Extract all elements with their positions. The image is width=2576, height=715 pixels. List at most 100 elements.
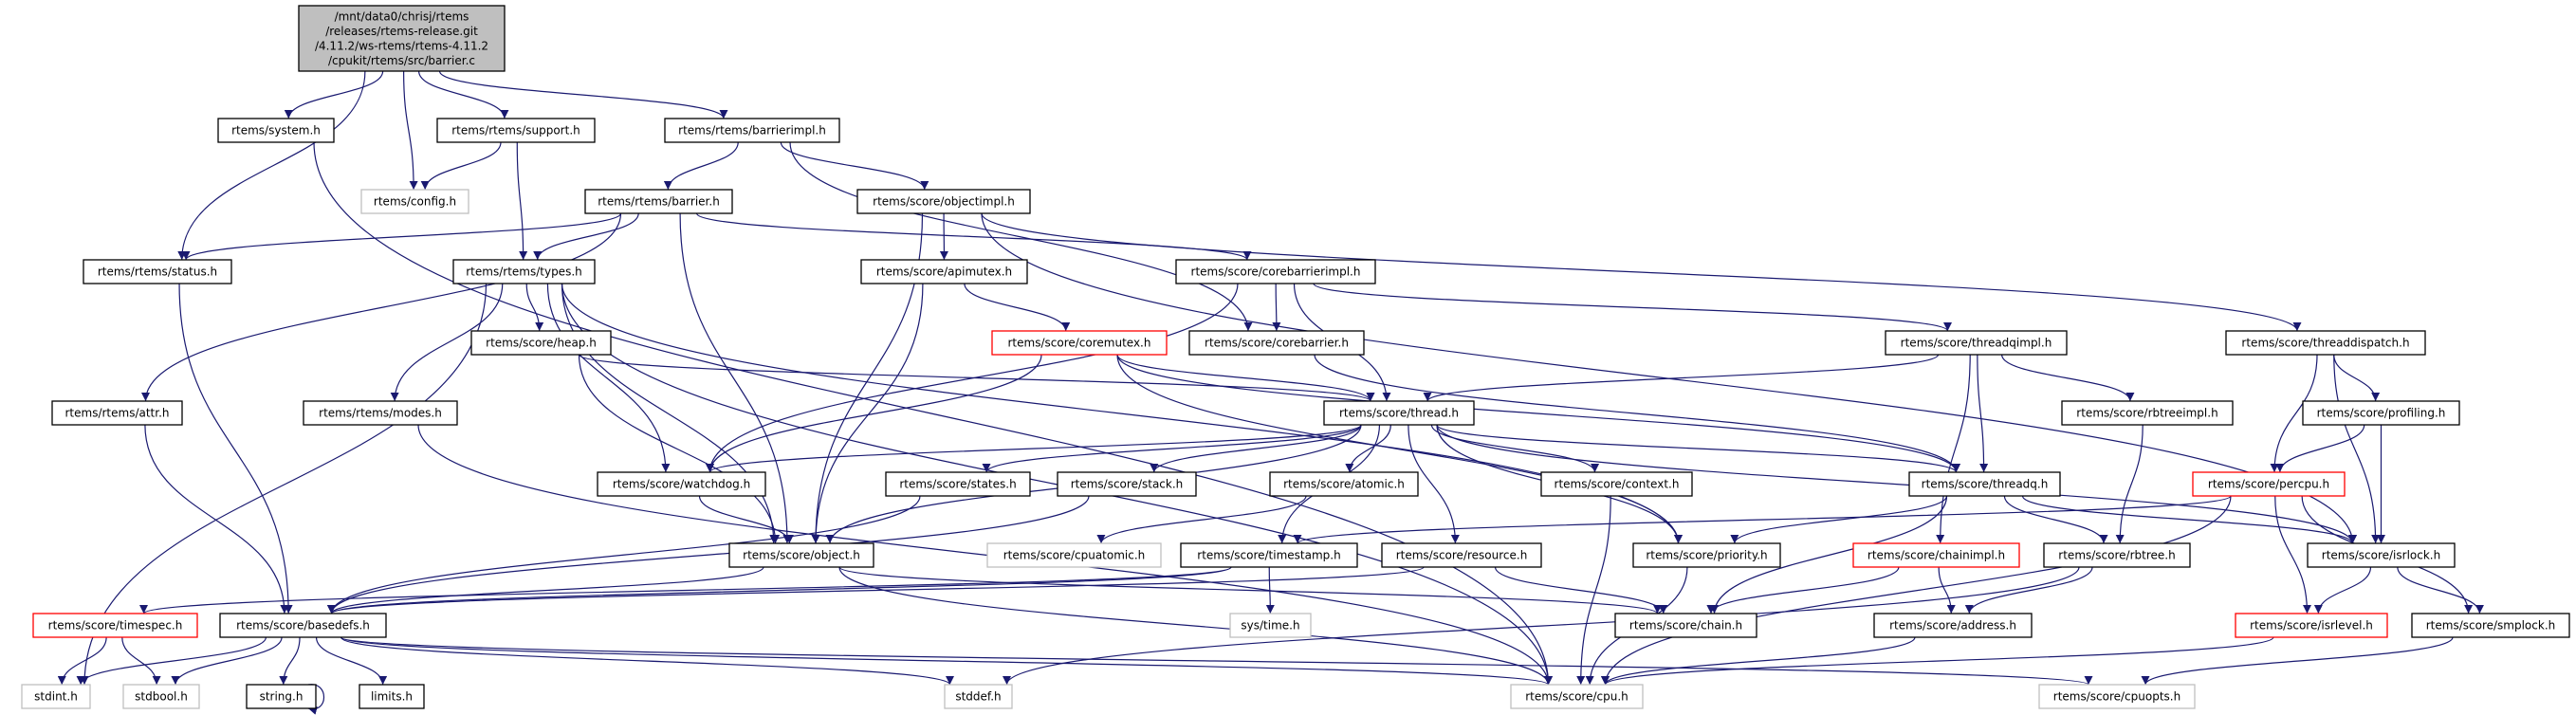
node-string-h[interactable]: string.h [246,684,317,709]
edge-coremutex_h-to-threadq_h [1116,354,1960,473]
edge-types_h-to-cpu_h [561,283,1553,686]
edge-thread_h-to-threadq_h [1436,424,1960,473]
node-priority-h[interactable]: rtems/score/priority.h [1632,542,1781,568]
node-basedefs-h[interactable]: rtems/score/basedefs.h [219,613,387,638]
node-support-h[interactable]: rtems/rtems/support.h [436,118,596,143]
node-profiling-h[interactable]: rtems/score/profiling.h [2302,400,2460,426]
node-label: rtems/score/atomic.h [1283,478,1405,491]
node-apimutex-h[interactable]: rtems/score/apimutex.h [860,259,1028,284]
edge-barrier_c-to-support_h [417,70,509,119]
node-smplock-h[interactable]: rtems/score/smplock.h [2411,613,2570,638]
node-chainimpl-h[interactable]: rtems/score/chainimpl.h [1852,542,2020,568]
edge-states_h-to-basedefs_h [327,495,921,614]
node-threaddispatch-h[interactable]: rtems/score/threaddispatch.h [2225,330,2426,356]
node-timespec-h[interactable]: rtems/score/timespec.h [32,613,198,638]
node-label: rtems/score/address.h [1889,619,2016,632]
node-systime-h[interactable]: sys/time.h [1229,613,1312,638]
node-threadqimpl-h[interactable]: rtems/score/threadqimpl.h [1885,330,2068,356]
edge-object_h-to-chain_h [838,566,1662,614]
node-thread-h[interactable]: rtems/score/thread.h [1323,400,1475,426]
edge-status_h-to-basedefs_h [178,283,293,614]
node-heap-h[interactable]: rtems/score/heap.h [470,330,612,356]
node-box [597,471,766,497]
edge-timestamp_h-to-timespec_h [139,566,1232,614]
node-modes-h[interactable]: rtems/rtems/modes.h [303,400,458,426]
edge-thread_h-to-states_h [982,424,1362,473]
edge-corebarrier_h-to-threadq_h [1314,354,1960,473]
node-box [21,684,91,709]
node-coremutex-h[interactable]: rtems/score/coremutex.h [991,330,1168,356]
node-threadq-h[interactable]: rtems/score/threadq.h [1908,471,2061,497]
node-stack-h[interactable]: rtems/score/stack.h [1057,471,1197,497]
node-types-h[interactable]: rtems/rtems/types.h [452,259,596,284]
node-cpu-h[interactable]: rtems/score/cpu.h [1510,684,1644,709]
node-barrierimpl-h[interactable]: rtems/rtems/barrierimpl.h [664,118,840,143]
edge-threadqimpl_h-to-thread_h [1423,354,1940,402]
node-label: rtems/rtems/attr.h [64,407,169,420]
node-box [991,330,1168,356]
edge-percpu_h-to-isrlevel_h [2274,495,2311,614]
node-box [584,189,733,214]
edge-barrierimpl_h-to-objectimpl_h [780,141,929,191]
node-status-h[interactable]: rtems/rtems/status.h [83,259,232,284]
node-limits-h[interactable]: limits.h [359,684,425,709]
node-stddef-h[interactable]: stddef.h [944,684,1013,709]
node-label: stdbool.h [135,690,188,704]
node-attr-h[interactable]: rtems/rtems/attr.h [51,400,183,426]
node-label: rtems/score/chain.h [1629,619,1742,632]
node-timestamp-h[interactable]: rtems/score/timestamp.h [1180,542,1358,568]
node-system-h[interactable]: rtems/system.h [217,118,335,143]
node-atomic-h[interactable]: rtems/score/atomic.h [1269,471,1419,497]
node-isrlock-h[interactable]: rtems/score/isrlock.h [2307,542,2456,568]
edge-context_h-to-cpu_h [1576,495,1611,686]
node-label: string.h [260,690,304,704]
edge-basedefs_h-to-string_h [279,636,301,686]
node-box [1540,471,1693,497]
node-percpu-h[interactable]: rtems/score/percpu.h [2192,471,2346,497]
node-label: rtems/score/context.h [1555,478,1680,491]
node-context-h[interactable]: rtems/score/context.h [1540,471,1693,497]
node-cpuatomic-h[interactable]: rtems/score/cpuatomic.h [986,542,1162,568]
node-watchdog-h[interactable]: rtems/score/watchdog.h [597,471,766,497]
node-stdbool-h[interactable]: stdbool.h [122,684,200,709]
edge-stack_h-to-basedefs_h [327,495,1090,614]
node-label: rtems/rtems/barrier.h [598,195,720,209]
node-states-h[interactable]: rtems/score/states.h [885,471,1031,497]
node-chain-h[interactable]: rtems/score/chain.h [1614,613,1757,638]
node-corebarrier-h[interactable]: rtems/score/corebarrier.h [1188,330,1365,356]
node-barrier-c[interactable]: /mnt/data0/chrisj/rtems/releases/rtems-r… [298,5,506,72]
node-cpuopts-h[interactable]: rtems/score/cpuopts.h [2038,684,2196,709]
edge-modes_h-to-cpu_h [417,424,1553,686]
edge-corebarrierimpl_h-to-corebarrier_h [1272,283,1281,332]
node-objectimpl-h[interactable]: rtems/score/objectimpl.h [856,189,1031,214]
node-label: rtems/rtems/barrierimpl.h [678,124,826,138]
node-config-h[interactable]: rtems/config.h [360,189,469,214]
node-isrlevel-h[interactable]: rtems/score/isrlevel.h [2235,613,2388,638]
node-box [944,684,1013,709]
node-barrier-h[interactable]: rtems/rtems/barrier.h [584,189,733,214]
node-rbtreeimpl-h[interactable]: rtems/score/rbtreeimpl.h [2061,400,2234,426]
node-address-h[interactable]: rtems/score/address.h [1873,613,2033,638]
edge-types_h-to-modes_h [390,283,504,402]
node-box [303,400,458,426]
edge-barrier_h-to-status_h [181,212,622,261]
node-label: limits.h [371,690,413,704]
node-label: rtems/score/cpuatomic.h [1003,549,1146,562]
edge-heap_h-to-object_h [578,354,781,544]
node-box [1908,471,2061,497]
node-label: rtems/score/basedefs.h [236,619,370,632]
node-box [246,684,317,709]
node-resource-h[interactable]: rtems/score/resource.h [1381,542,1542,568]
node-box [2043,542,2191,568]
edge-resource_h-to-chain_h [1494,566,1668,614]
node-box [51,400,183,426]
edge-system_h-to-cpu_h [313,141,1553,686]
node-object-h[interactable]: rtems/score/object.h [728,542,874,568]
node-stdint-h[interactable]: stdint.h [21,684,91,709]
node-label: rtems/rtems/support.h [451,124,580,138]
node-rbtree-h[interactable]: rtems/score/rbtree.h [2043,542,2191,568]
node-corebarrierimpl-h[interactable]: rtems/score/corebarrierimpl.h [1175,259,1376,284]
node-box [1885,330,2068,356]
edge-thread_h-to-atomic_h [1345,424,1391,473]
